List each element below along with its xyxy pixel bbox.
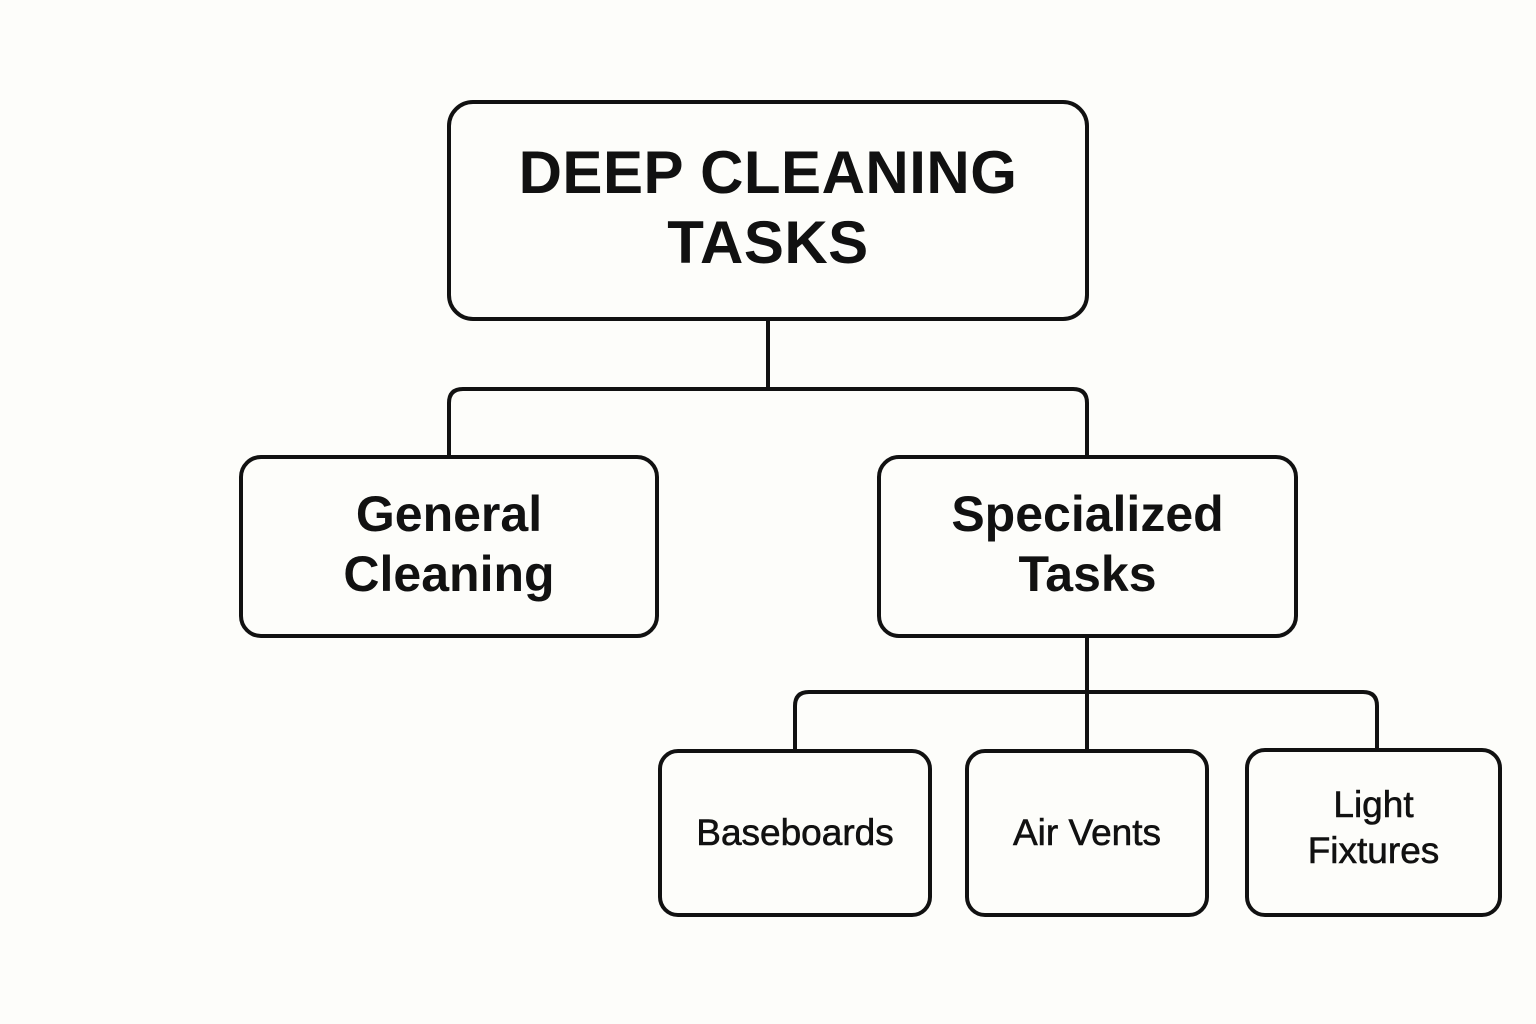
edge-root-specialized	[768, 387, 1089, 457]
node-label: Air Vents	[1012, 810, 1162, 856]
node-label-line: Cleaning	[343, 545, 555, 602]
node-label-line: Light	[1333, 783, 1414, 825]
node-label-line: Specialized	[951, 485, 1224, 542]
edge-specialized-baseboards	[793, 690, 1087, 751]
node-specialized-tasks: Specialized Tasks	[877, 455, 1298, 638]
node-label: Light Fixtures	[1307, 782, 1440, 874]
node-general-cleaning: General Cleaning	[239, 455, 659, 638]
root-node-deep-cleaning-tasks: DEEP CLEANING TASKS	[447, 100, 1089, 321]
node-label-line: Baseboards	[696, 812, 894, 854]
node-air-vents: Air Vents	[965, 749, 1209, 917]
node-label: DEEP CLEANING TASKS	[519, 138, 1018, 278]
node-label: Specialized Tasks	[951, 484, 1223, 604]
node-label: General Cleaning	[343, 484, 554, 604]
node-label-line: TASKS	[667, 208, 869, 276]
node-label: Baseboards	[696, 810, 894, 856]
node-label-line: Fixtures	[1307, 829, 1440, 871]
edge-root-general	[447, 387, 768, 457]
node-label-line: General	[355, 485, 543, 542]
edge-specialized-lightfixtures	[1087, 690, 1379, 750]
node-light-fixtures: Light Fixtures	[1245, 748, 1502, 917]
node-label-line: Tasks	[1018, 545, 1157, 602]
node-label-line: DEEP CLEANING	[518, 138, 1018, 206]
node-baseboards: Baseboards	[658, 749, 932, 917]
node-label-line: Air Vents	[1012, 812, 1162, 854]
